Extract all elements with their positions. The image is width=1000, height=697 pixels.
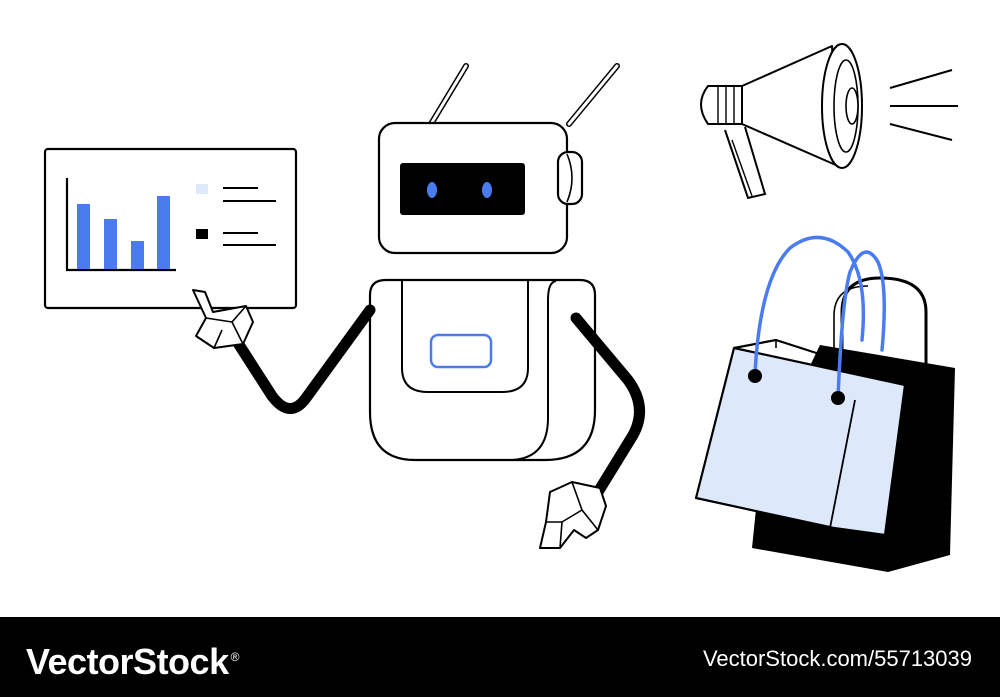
legend-swatch-light	[196, 184, 208, 194]
registered-mark: ®	[230, 650, 240, 664]
robot-icon	[192, 63, 645, 549]
chart-bar	[157, 196, 170, 269]
brand-logo: VectorStock®	[26, 637, 239, 682]
shopping-bag-light	[694, 346, 907, 537]
legend-swatch-dark	[196, 229, 208, 239]
robot-eye	[427, 182, 437, 198]
shopping-bag-icon	[694, 235, 955, 572]
megaphone-icon	[700, 43, 958, 200]
image-reference: VectorStock.com/55713039	[702, 646, 972, 671]
robot-visor	[400, 163, 525, 215]
chart-bar	[104, 219, 117, 269]
robot-chest-panel	[429, 333, 493, 369]
illustration	[43, 43, 958, 572]
brand-name: VectorStock	[26, 641, 229, 682]
robot-body	[368, 278, 597, 462]
robot-eye	[482, 182, 492, 198]
chart-board-icon	[43, 147, 298, 310]
chart-bar	[131, 241, 144, 269]
watermark-footer: VectorStock® VectorStock.com/55713039	[0, 617, 1000, 697]
chart-bar	[77, 204, 90, 269]
